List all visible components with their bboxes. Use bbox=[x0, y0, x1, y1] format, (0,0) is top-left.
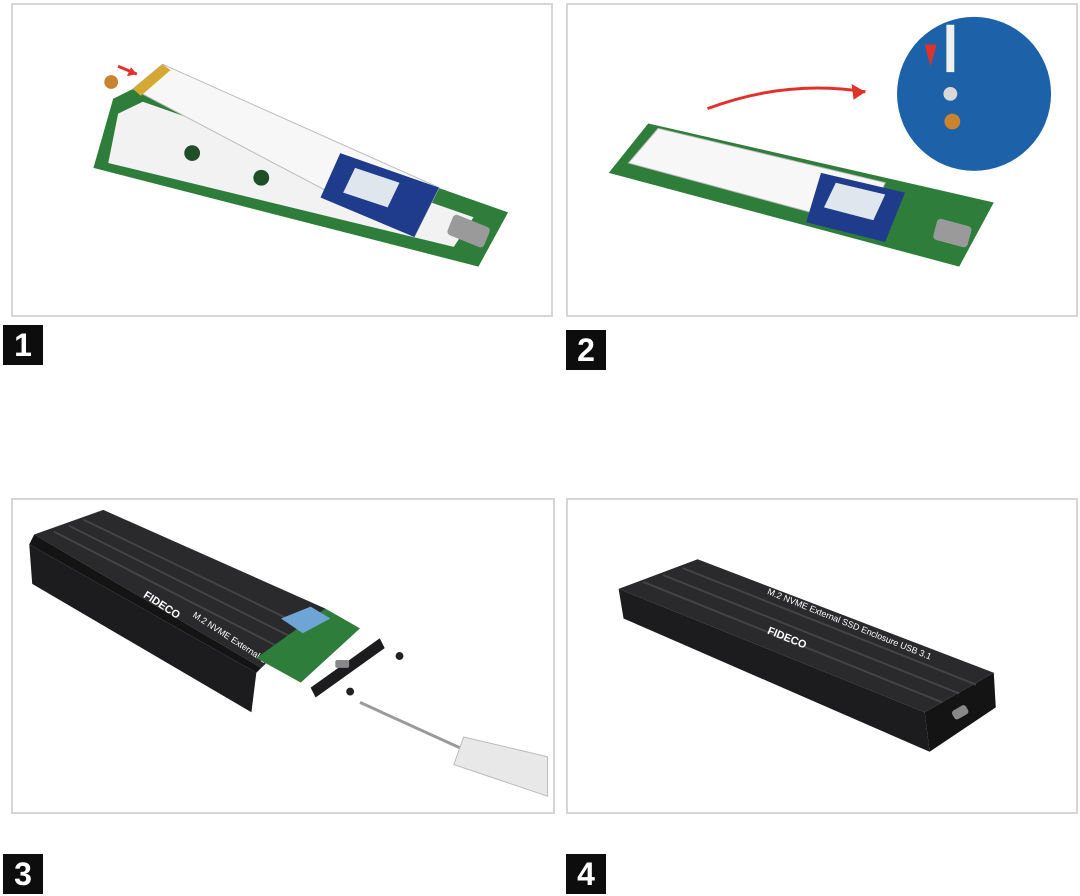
enclosure-assembly-illustration: M.2 NVME External SSD Enclosure USB 3.1 … bbox=[29, 509, 549, 797]
screwdriver-handle bbox=[453, 736, 549, 797]
enclosure-top bbox=[618, 559, 994, 713]
arrow-down-icon bbox=[924, 44, 937, 67]
arrow-head-icon bbox=[851, 83, 866, 100]
usb-c-port bbox=[335, 659, 350, 668]
screwdriver-shaft bbox=[359, 701, 470, 754]
heatsink-fin bbox=[53, 530, 282, 649]
usb-c-port bbox=[952, 705, 969, 720]
screwdriver-tip bbox=[946, 24, 955, 73]
heatsink-fin bbox=[682, 567, 977, 686]
ssd-chip-area bbox=[281, 606, 331, 634]
step-badge-1: 1 bbox=[3, 325, 43, 365]
step-badge-4: 4 bbox=[566, 854, 606, 894]
screw-icon bbox=[395, 652, 404, 660]
ssd-controller bbox=[343, 167, 400, 208]
usb-c-port bbox=[447, 214, 490, 248]
step-4-photo: M.2 NVME External SSD Enclosure USB 3.1 … bbox=[566, 498, 1078, 814]
end-cap bbox=[310, 638, 385, 698]
ssd-controller bbox=[823, 182, 886, 221]
enclosure-edge bbox=[29, 534, 262, 673]
zoom-callout bbox=[897, 16, 1052, 171]
enclosure-side bbox=[29, 544, 257, 713]
screw-icon bbox=[104, 75, 119, 89]
heatsink-fin bbox=[83, 518, 309, 630]
usb-c-port bbox=[933, 218, 972, 248]
step-badge-3: 3 bbox=[3, 854, 43, 894]
heatsink-fin bbox=[642, 581, 943, 704]
board-hole bbox=[253, 169, 270, 186]
arrow-head-icon bbox=[127, 67, 137, 77]
arrow-icon bbox=[706, 86, 866, 111]
step-badge-2: 2 bbox=[566, 330, 606, 370]
adapter-board bbox=[256, 608, 361, 683]
step-2-photo bbox=[566, 3, 1078, 317]
standoff-icon bbox=[944, 113, 961, 130]
heatsink-fin bbox=[662, 574, 960, 695]
enclosure-top bbox=[34, 509, 326, 668]
ssd-insert-illustration bbox=[93, 63, 509, 267]
heatsink-fin bbox=[68, 524, 295, 640]
step-3-photo: M.2 NVME External SSD Enclosure USB 3.1 … bbox=[11, 498, 555, 814]
assembled-enclosure-illustration: M.2 NVME External SSD Enclosure USB 3.1 … bbox=[618, 559, 996, 752]
step-1-photo bbox=[11, 3, 553, 317]
screw-icon bbox=[943, 86, 958, 101]
screw-icon bbox=[346, 687, 355, 696]
ssd-contacts bbox=[132, 64, 171, 96]
ssd-screw-illustration bbox=[608, 16, 1052, 267]
board-hole bbox=[184, 145, 201, 161]
enclosure-side bbox=[618, 588, 930, 752]
